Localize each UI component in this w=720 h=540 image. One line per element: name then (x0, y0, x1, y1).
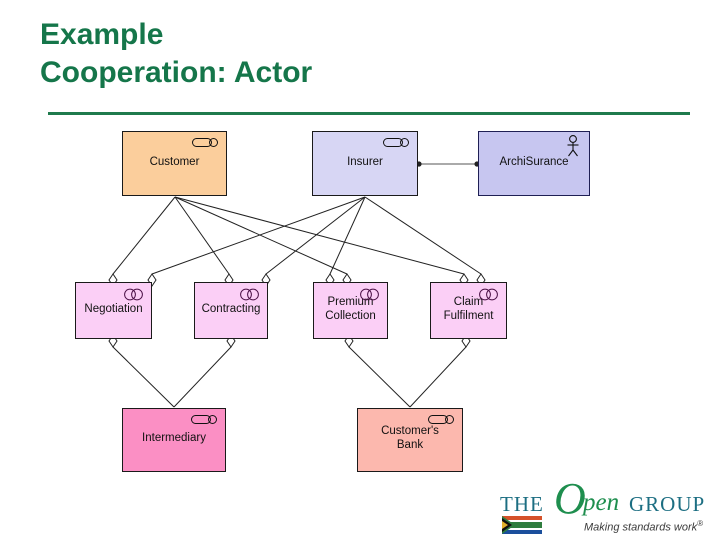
node-claim-fulfilment[interactable]: Claim Fulfilment (430, 282, 507, 339)
logo-wordmark: THE O pen GROUP (498, 477, 712, 521)
node-intermediary[interactable]: Intermediary (122, 408, 226, 472)
business-collaboration-icon (359, 288, 381, 301)
connection-insurer-premium-collection (329, 196, 366, 275)
connection-insurer-contracting (265, 196, 366, 275)
node-premium-collection[interactable]: Premium Collection (313, 282, 388, 339)
connection-customer-contracting (174, 196, 230, 275)
business-role-icon (192, 137, 220, 148)
node-label: ArchiSurance (499, 155, 569, 168)
business-role-icon (191, 414, 219, 425)
business-role-icon (383, 137, 411, 148)
node-label: Negotiation (84, 302, 143, 315)
open-group-logo: THE O pen GROUP Making standards work® (498, 477, 712, 537)
registered-mark: ® (697, 519, 704, 528)
connection-customer-negotiation (112, 196, 176, 275)
business-actor-icon (565, 135, 581, 157)
connection-bank-claim-fulfilment (409, 346, 467, 408)
business-role-icon (428, 414, 456, 425)
node-label: Intermediary (142, 432, 206, 445)
business-collaboration-icon (123, 288, 145, 301)
node-archisurance[interactable]: ArchiSurance (478, 131, 590, 196)
logo-tagline: Making standards work® (584, 519, 703, 534)
logo-open-o: O (554, 474, 586, 523)
connection-intermediary-negotiation (112, 346, 175, 408)
logo-group-text: GROUP (629, 492, 706, 516)
connection-bank-premium-collection (348, 346, 411, 408)
connection-insurer-claim-fulfilment (364, 196, 482, 275)
node-customer[interactable]: Customer (122, 131, 227, 196)
connection-customer-premium-collection (174, 196, 348, 275)
connection-customer-claim-fulfilment (174, 196, 465, 275)
node-negotiation[interactable]: Negotiation (75, 282, 152, 339)
business-collaboration-icon (478, 288, 500, 301)
business-collaboration-icon (239, 288, 261, 301)
node-contracting[interactable]: Contracting (194, 282, 268, 339)
title-divider (48, 112, 690, 115)
node-label: Customer (149, 155, 200, 168)
logo-open-pen: pen (583, 489, 620, 516)
node-customers-bank[interactable]: Customer's Bank (357, 408, 463, 472)
connection-intermediary-contracting (173, 346, 232, 408)
node-label: Insurer (347, 155, 383, 168)
page-title: Example Cooperation: Actor (40, 18, 313, 90)
logo-tagline-text: Making standards work (584, 521, 698, 534)
node-label: Customer's Bank (381, 425, 439, 451)
node-label: Premium Collection (325, 295, 376, 322)
node-label: Contracting (201, 302, 261, 315)
node-insurer[interactable]: Insurer (312, 131, 418, 196)
south-africa-flag-icon (502, 516, 542, 534)
connection-insurer-negotiation (151, 196, 366, 275)
logo-the-text: THE (500, 492, 544, 516)
node-label: Claim Fulfilment (443, 295, 494, 322)
